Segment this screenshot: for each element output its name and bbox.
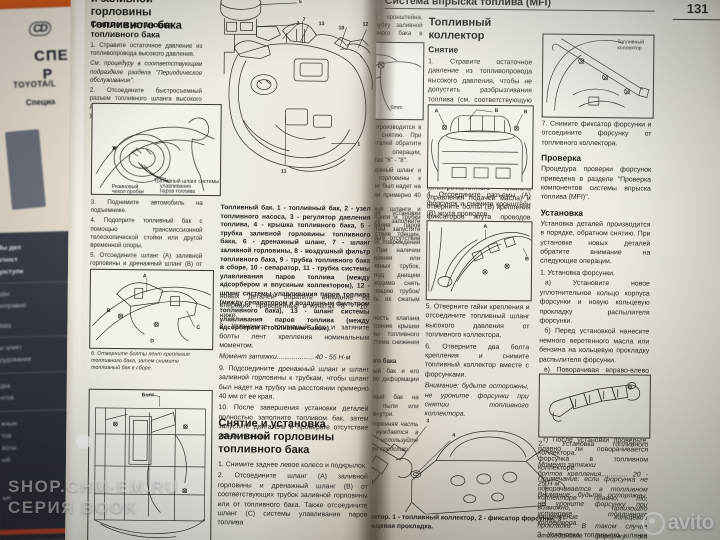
left-step: 4. Подоприте топливный бак с помощью тра… <box>90 217 203 250</box>
callout-d: D <box>150 338 154 344</box>
background-book-brands: TOYOTA/L <box>13 79 57 90</box>
callout-1: 1 <box>357 142 360 148</box>
svg-text:A: A <box>435 108 439 114</box>
catalog-line: жные <box>0 420 18 428</box>
callout-5: 5 <box>299 0 302 5</box>
callout-11: 11 <box>281 169 287 175</box>
removal-step: 4. Отсоедините разъемы (A) форсунок и сн… <box>426 191 531 218</box>
torque-line: Момент затяжки................... 40 - 5… <box>219 353 351 362</box>
install-warning-2: Внимание: будьте осторожны, не уроните ф… <box>537 491 648 528</box>
figure-label-rail-2: коллектор <box>617 45 642 51</box>
callout-12: 12 <box>363 22 369 28</box>
removal-step: 5. Отверните гайки крепления и отсоедини… <box>425 303 530 340</box>
figure-injector-harness: A B <box>425 220 533 302</box>
open-manual: и заливной горловины топливного бака Сня… <box>65 0 720 540</box>
catalog-line: data <box>0 322 12 330</box>
manual-left-page: и заливной горловины топливного бака Сня… <box>65 0 377 540</box>
catalog-line: ассы <box>1 444 17 452</box>
right-col0-text: Проверьте исправность клапана вентиляции… <box>371 314 420 347</box>
figure-caption-7-rail: 7. Снимите фиксатор форсунки и отсоедини… <box>541 120 652 148</box>
figure-label-vapor-hose-3: паров топлива <box>160 189 195 195</box>
catalog-line: доступн <box>0 268 24 276</box>
figure-underbody: Болт <box>87 388 213 540</box>
figure-tank-straps: A C D B <box>89 268 215 351</box>
install-step-3: 3. Установка топливного шланга высокого … <box>537 531 648 540</box>
callout-7: 7 <box>303 17 306 23</box>
page-number: 131 <box>686 1 709 17</box>
left-step: новых деталей обратите внимание на опера… <box>219 293 370 320</box>
callout-b: B <box>107 308 111 314</box>
figure-label-vapor-hose: Топливный шланг системы <box>154 177 219 185</box>
svg-text:A: A <box>483 224 487 230</box>
left-step: 2. Отсоедините шланг (A) заливной горлов… <box>217 472 368 527</box>
install-item: а) Установите новое уплотнительное кольц… <box>539 279 650 325</box>
background-book-illustration <box>4 129 46 210</box>
right-col0-heading: Проверка <box>371 193 421 204</box>
right-removal-heading: Снятие <box>428 44 459 55</box>
svg-text:B: B <box>524 109 528 115</box>
install-item: 1. Установка форсунки. <box>539 269 615 278</box>
left-step: 1. Стравите остаточное давление из топли… <box>90 41 203 59</box>
left-section-heading-2: топливного бака <box>90 28 160 40</box>
figure-label-vapor-hose-2: улавливания <box>160 184 191 190</box>
right-main-heading: Топливный коллектор <box>428 16 492 42</box>
install-intro: Установка деталей производится в порядке… <box>540 220 651 266</box>
manual-right-page: Система впрыска топлива (MFI) 131 болты … <box>371 0 720 540</box>
svg-text:B: B <box>495 108 499 114</box>
left-subsection-heading: Снятие и установка заливной горловины то… <box>218 417 335 457</box>
figure-label-rail-1: Топливный <box>617 38 644 45</box>
callout-a: A <box>143 273 147 279</box>
torque-value-1: болтов крепления.............. 20 - 25 Н… <box>537 470 648 488</box>
catalog-line: агност <box>0 256 18 264</box>
callout-13: 13 <box>319 21 325 27</box>
svg-text:6mm: 6mm <box>391 105 403 111</box>
catalog-line: ый <box>1 456 11 464</box>
right-col0-text: Проверьте топливные шланги и трубки, а т… <box>371 205 421 304</box>
catalog-line: ые <box>2 494 12 502</box>
catalog-line: Мы дел <box>0 244 22 252</box>
catalog-line: тов <box>1 432 12 440</box>
left-step: 3. Поднимите автомобиль на подъемнике. <box>90 198 203 215</box>
right-check-heading: Проверка <box>541 152 582 164</box>
callout-2: 2 <box>297 21 300 27</box>
left-top-heading-1: и заливной горловины <box>90 0 153 19</box>
background-book-title-1: СПЕ <box>33 46 70 66</box>
callout-c: C <box>196 325 200 331</box>
figure-filler-neck-bracket: 6mm <box>371 41 425 121</box>
left-step: 8. Установите топливный бак и затяните б… <box>219 323 370 350</box>
install-step-2: 2. Установка топливного коллектора. <box>538 440 649 458</box>
install-item: б) Перед установкой нанесите немного вер… <box>539 327 650 364</box>
background-book-subtitle: Специа <box>25 97 56 108</box>
figure-rail-removal: Топливный коллектор <box>541 33 655 119</box>
check-text: Процедура проверки форсунок приведена в … <box>540 165 652 202</box>
callout-10: 10 <box>339 25 345 31</box>
right-install-heading: Установка <box>540 207 583 218</box>
left-step: 1. Снимите заднее левое колесо и подкрыл… <box>217 461 367 470</box>
figure-fuel-pump-access: Резиновый чехол пробки Топливный шланг с… <box>90 102 222 197</box>
callout-3: 3 <box>426 418 429 424</box>
background-book-logo: CD <box>28 21 52 37</box>
watermark-dot <box>76 434 91 449</box>
catalog-line: оды <box>0 290 10 298</box>
figure-label-bolt: Болт <box>142 392 155 398</box>
right-col0-text: Установка деталей производится в порядке… <box>371 123 422 164</box>
catalog-line: рудования <box>0 356 32 364</box>
svg-text:B: B <box>525 256 529 262</box>
callout-4: 4 <box>452 433 455 439</box>
left-step: 9. Подсоедините дренажный шланг и шланг … <box>218 364 370 401</box>
figure-label-rubber-cover-2: чехол пробки <box>112 189 144 195</box>
figure-fuel-tank-exploded: 5 2 7 13 10 12 11 1 <box>189 0 377 204</box>
figure-label-rubber-cover: Резиновый <box>112 183 139 190</box>
catalog-line: исправно <box>0 302 27 310</box>
catalog-line: нтов <box>0 394 14 402</box>
left-step: См. процедуру в соответствующем подразде… <box>89 60 203 85</box>
catalog-line: дка <box>0 382 11 390</box>
figure-caption-6: 6. Отверните болты лент крепления топлив… <box>90 350 190 372</box>
catalog-line: ы элект <box>0 344 23 352</box>
figure-intake-manifold-top: A B B <box>426 104 534 190</box>
figure-injector <box>538 373 651 439</box>
